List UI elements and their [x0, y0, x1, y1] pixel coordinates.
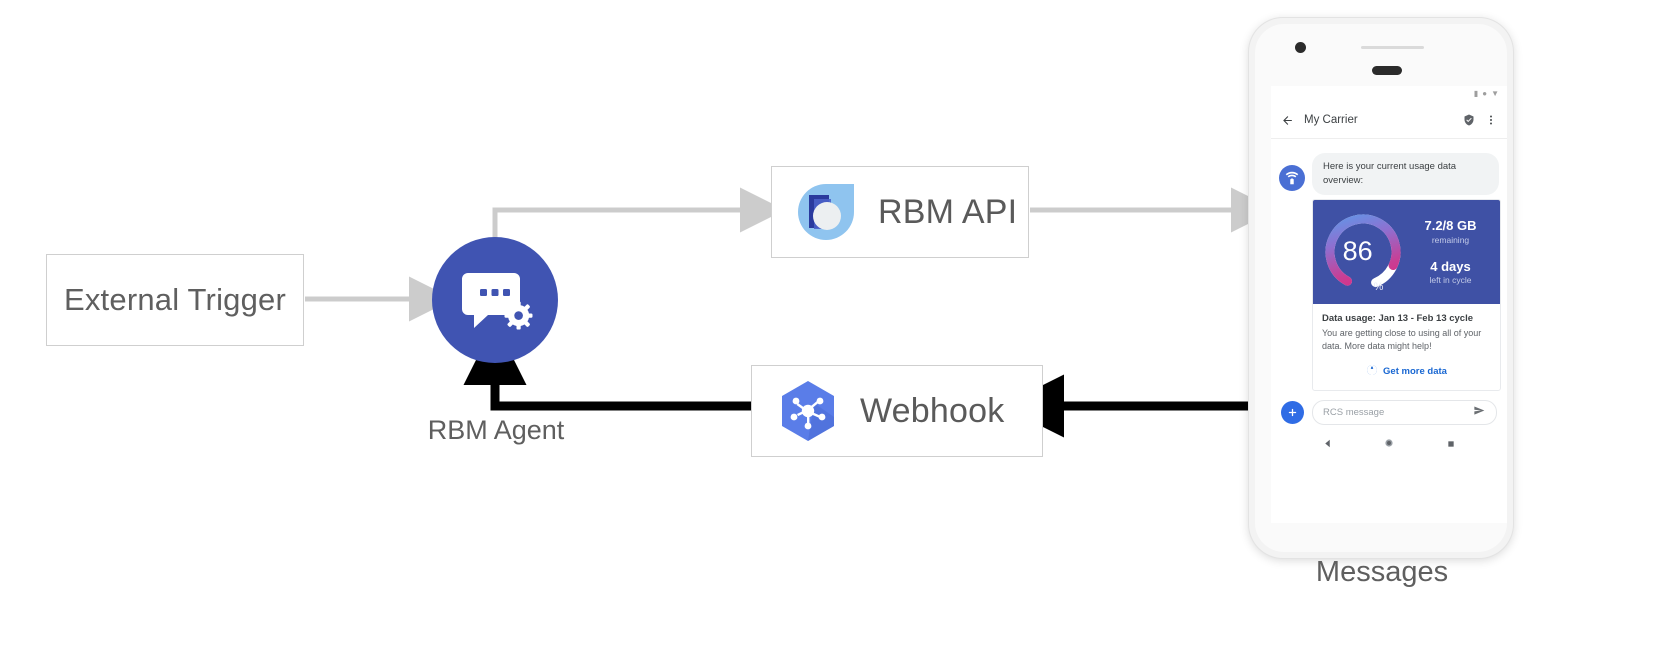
earpiece-icon: [1372, 66, 1402, 75]
conversation-title: My Carrier: [1304, 114, 1358, 126]
verified-shield-icon[interactable]: [1463, 114, 1475, 126]
plus-icon[interactable]: [1281, 400, 1304, 424]
rcs-message-input[interactable]: RCS message: [1312, 399, 1497, 425]
back-arrow-icon[interactable]: [1281, 114, 1294, 127]
get-more-data-label: Get more data: [1383, 366, 1447, 378]
cloud-functions-hexagon-icon: [782, 381, 834, 441]
incoming-message-row: Here is your current usage data overview…: [1279, 153, 1499, 195]
home-circle-icon[interactable]: [1384, 435, 1394, 453]
webhook-label: Webhook: [860, 391, 1005, 430]
days-left-value: 4 days: [1430, 258, 1471, 274]
signal-icon: ▮: [1473, 89, 1479, 98]
wifi-icon: ●: [1482, 89, 1488, 98]
app-toolbar: My Carrier: [1271, 102, 1507, 139]
chat-gear-icon: [462, 273, 533, 330]
message-bubble: Here is your current usage data overview…: [1312, 153, 1499, 195]
data-usage-gauge: 86 %: [1317, 206, 1409, 298]
android-nav-bar: [1271, 430, 1507, 457]
rbm-api-node[interactable]: RBM API: [771, 166, 1029, 258]
rcs-message-placeholder: RCS message: [1323, 406, 1385, 418]
recents-square-icon[interactable]: [1447, 435, 1455, 453]
gauge-percent-symbol: %: [1373, 280, 1384, 293]
phone-body: ▮ ● ▼ My Carrier: [1255, 24, 1507, 552]
external-trigger-label: External Trigger: [63, 282, 287, 317]
back-triangle-icon[interactable]: [1323, 435, 1332, 453]
conversation-area: Here is your current usage data overview…: [1271, 139, 1507, 391]
webhook-node[interactable]: Webhook: [751, 365, 1043, 457]
phone-caption: Messages: [1315, 556, 1449, 588]
rich-card[interactable]: 86 % 7.2/8 GB remaining 4 days left in c…: [1312, 198, 1501, 391]
front-camera-icon: [1295, 42, 1306, 53]
phone-screen: ▮ ● ▼ My Carrier: [1271, 86, 1507, 523]
message-composer: RCS message: [1271, 390, 1507, 431]
battery-icon: ▼: [1491, 89, 1499, 98]
carrier-signal-icon: [1279, 165, 1305, 191]
get-more-data-button[interactable]: Get more data: [1322, 363, 1491, 381]
rbm-agent-node[interactable]: [432, 237, 558, 363]
phone-mockup: ▮ ● ▼ My Carrier: [1249, 18, 1513, 558]
edge-webhook-to-agent: [463, 322, 751, 411]
external-trigger-node[interactable]: External Trigger: [46, 254, 304, 346]
data-remaining-label: remaining: [1431, 234, 1470, 245]
rbm-agent-label: RBM Agent: [427, 415, 565, 445]
globe-icon: [1366, 363, 1378, 381]
card-hero: 86 % 7.2/8 GB remaining 4 days left in c…: [1313, 199, 1500, 304]
data-remaining-value: 7.2/8 GB: [1424, 217, 1477, 233]
rbm-api-droplet-icon: [798, 184, 854, 240]
card-body: Data usage: Jan 13 - Feb 13 cycle You ar…: [1313, 304, 1500, 390]
stat-spacer: [1409, 245, 1492, 259]
send-icon[interactable]: [1473, 404, 1486, 420]
rbm-api-label: RBM API: [878, 192, 1018, 231]
gauge-readout: 86 %: [1317, 206, 1409, 298]
days-left-label: left in cycle: [1429, 275, 1472, 286]
hero-stats: 7.2/8 GB remaining 4 days left in cycle: [1409, 218, 1494, 285]
more-vert-icon[interactable]: [1485, 114, 1497, 126]
gauge-percent-value: 86: [1342, 236, 1373, 267]
card-title: Data usage: Jan 13 - Feb 13 cycle: [1322, 312, 1474, 324]
speaker-slot: [1361, 46, 1424, 49]
status-bar: ▮ ● ▼: [1271, 86, 1507, 102]
card-description: You are getting close to using all of yo…: [1322, 327, 1482, 352]
